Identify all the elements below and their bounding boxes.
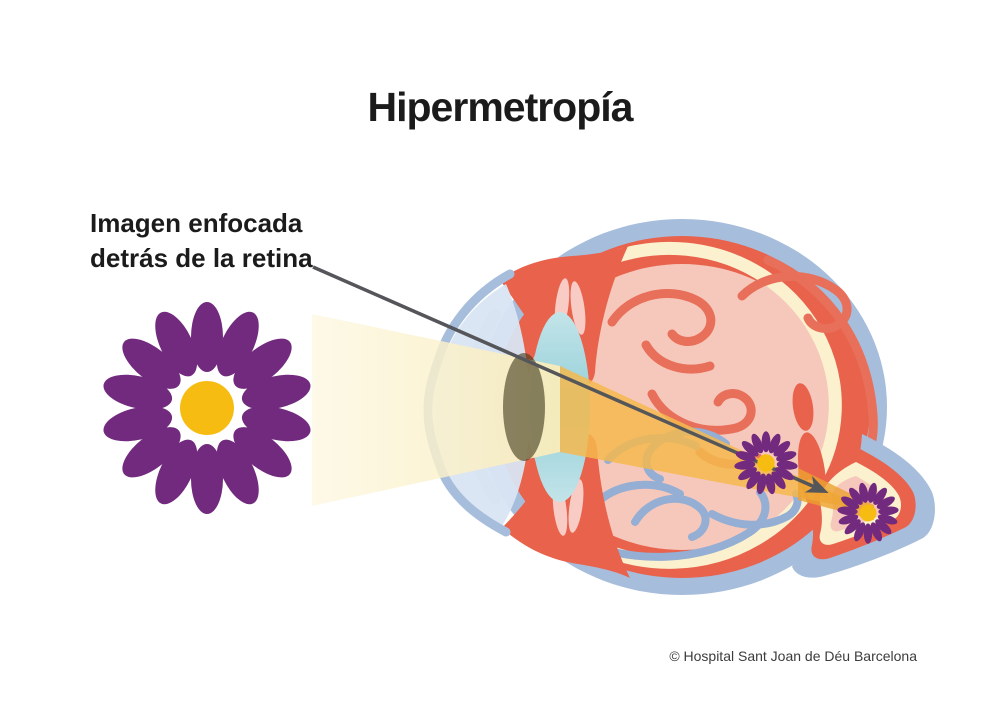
flower-petal bbox=[768, 433, 781, 454]
flower-petal bbox=[191, 302, 223, 372]
flower-petal bbox=[103, 374, 173, 410]
flower-petal bbox=[875, 519, 892, 535]
flower-petal bbox=[877, 514, 898, 525]
flower-petal bbox=[756, 473, 767, 495]
flower-petal bbox=[841, 496, 860, 509]
focus-label-line1: Imagen enfocada bbox=[90, 208, 303, 238]
flower-center bbox=[859, 504, 877, 522]
flower-petal bbox=[191, 444, 223, 514]
flower-petal bbox=[122, 338, 181, 389]
flower-petal bbox=[735, 451, 756, 462]
flower-image-on-retina bbox=[734, 431, 798, 495]
flower-petal bbox=[216, 439, 259, 505]
flower-petal bbox=[773, 441, 791, 457]
flower-center bbox=[757, 454, 775, 472]
flower-petal bbox=[878, 506, 899, 516]
focus-label: Imagen enfocada detrás de la retina bbox=[90, 206, 313, 276]
flower-petal bbox=[853, 522, 866, 542]
flower-petal bbox=[838, 514, 859, 525]
flower-petal bbox=[776, 460, 798, 470]
flower-petal bbox=[216, 311, 259, 377]
flower-petal bbox=[873, 487, 887, 505]
flower-petal bbox=[741, 441, 759, 457]
flower-petal bbox=[849, 487, 863, 505]
flower-petal bbox=[155, 439, 198, 505]
retina-layer bbox=[593, 241, 842, 569]
flower-petal bbox=[122, 427, 181, 478]
pupil bbox=[503, 353, 545, 461]
flower-petal bbox=[867, 482, 877, 503]
flower-petal bbox=[771, 471, 786, 490]
flower-center bbox=[180, 381, 234, 435]
light-beam-inside bbox=[560, 366, 874, 512]
flower-petal bbox=[776, 451, 797, 462]
flower-petal bbox=[870, 522, 883, 542]
flower-petal bbox=[775, 467, 794, 481]
flower-petal bbox=[155, 311, 198, 377]
flower-petal bbox=[876, 496, 895, 509]
light-beam-outside bbox=[312, 314, 560, 506]
flower-object bbox=[103, 302, 311, 514]
copyright-credit: © Hospital Sant Joan de Déu Barcelona bbox=[669, 648, 917, 664]
flower-petal bbox=[837, 506, 858, 516]
flower-petal bbox=[738, 467, 757, 481]
flower-petal bbox=[233, 427, 292, 478]
page-title: Hipermetropía bbox=[367, 84, 634, 130]
flower-petal bbox=[761, 431, 771, 453]
flower-petal bbox=[863, 523, 873, 544]
focus-label-line2: detrás de la retina bbox=[90, 243, 313, 273]
flower-petal bbox=[751, 433, 764, 454]
flower-petal bbox=[241, 406, 311, 442]
flower-petal bbox=[734, 460, 756, 470]
flower-petal bbox=[844, 519, 861, 535]
flower-petal bbox=[233, 338, 292, 389]
flower-petal bbox=[746, 471, 761, 490]
flower-image-behind-retina bbox=[837, 482, 899, 544]
